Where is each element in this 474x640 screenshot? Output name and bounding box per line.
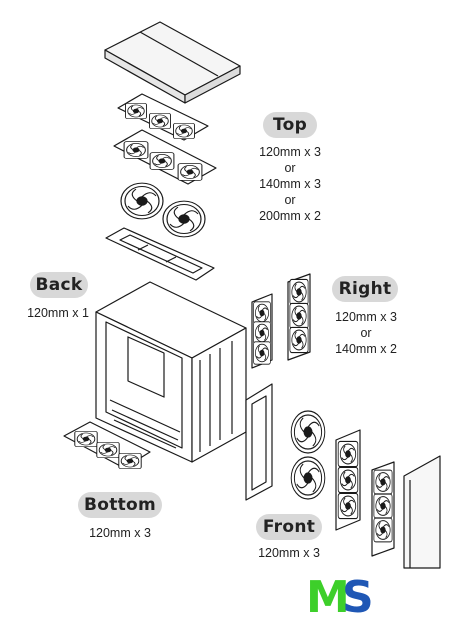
top-spec-line: 140mm x 3 xyxy=(259,177,321,191)
chassis xyxy=(95,281,247,463)
top-spec-line: or xyxy=(284,161,296,175)
back-title: Back xyxy=(30,272,88,298)
top-title: Top xyxy=(263,112,317,138)
right-spec-line: or xyxy=(360,326,372,340)
right-spec: 120mm x 3 or 140mm x 2 xyxy=(318,309,414,357)
top-spec: 120mm x 3 or 140mm x 3 or 200mm x 2 xyxy=(240,144,340,224)
brand-logo: M S xyxy=(306,572,406,628)
right-spec-line: 120mm x 3 xyxy=(335,310,397,324)
top-spec-line: or xyxy=(284,193,296,207)
bottom-spec: 120mm x 3 xyxy=(70,525,170,541)
top-fan-bracket-b xyxy=(113,129,217,185)
bottom-fan-bracket xyxy=(63,421,151,470)
front-title: Front xyxy=(256,514,322,540)
top-spec-line: 120mm x 3 xyxy=(259,145,321,159)
right-fan-bracket-b xyxy=(287,273,311,361)
logo-letter-m: M xyxy=(306,572,350,623)
back-spec: 120mm x 1 xyxy=(14,305,102,321)
right-title: Right xyxy=(332,276,398,302)
front-fan-large xyxy=(290,410,326,500)
logo-letter-s: S xyxy=(342,572,374,623)
top-fan-tray xyxy=(105,227,215,281)
top-fan-bracket-a xyxy=(117,93,209,141)
front-fan-bracket-a xyxy=(335,429,361,531)
right-spec-line: 140mm x 2 xyxy=(335,342,397,356)
top-panel xyxy=(104,21,241,104)
bottom-spec-line: 120mm x 3 xyxy=(89,526,151,540)
right-fan-bracket-a xyxy=(251,293,273,369)
front-fan-bracket-b xyxy=(371,461,395,557)
front-panel xyxy=(403,455,441,569)
top-fan-large xyxy=(120,182,206,238)
back-spec-line: 120mm x 1 xyxy=(27,306,89,320)
bottom-title: Bottom xyxy=(78,492,162,518)
top-spec-line: 200mm x 2 xyxy=(259,209,321,223)
front-filter-frame xyxy=(245,383,273,501)
front-spec-line: 120mm x 3 xyxy=(258,546,320,560)
front-spec: 120mm x 3 xyxy=(240,545,338,561)
